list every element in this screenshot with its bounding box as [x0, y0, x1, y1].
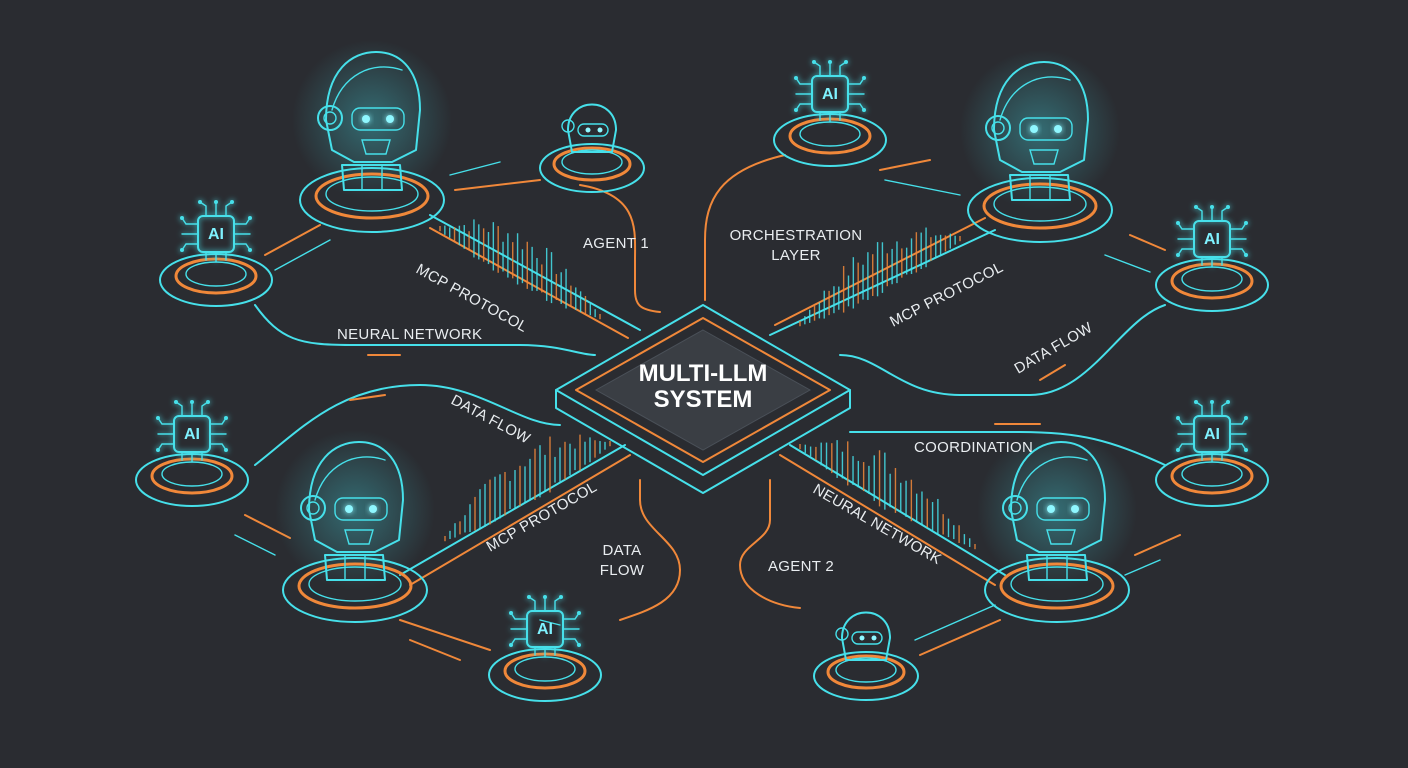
link-topleft-hub-orange [429, 227, 629, 339]
ai-chip-right-lower: AI [1156, 400, 1268, 506]
ai-chip-icon [774, 60, 886, 166]
ai-chip-icon [1156, 205, 1268, 311]
link-dataflow-right [839, 304, 1166, 396]
label-neural-network-left: NEURAL NETWORK [337, 326, 482, 343]
central-hub: MULTI-LLM SYSTEM [555, 304, 851, 494]
link-bottom-small-cy [539, 619, 561, 626]
link-chip-left-upper-cy [274, 239, 331, 271]
hub-title-line-2: SYSTEM [654, 386, 753, 413]
label-coordination: COORDINATION [914, 439, 1033, 456]
link-top-small-cy [449, 161, 501, 176]
signal-waveforms [439, 219, 976, 550]
link-agent2-side [914, 604, 996, 641]
link-neural-left [254, 304, 596, 356]
ai-chip-icon [1156, 400, 1268, 506]
label-orchestration-layer: LAYER [771, 247, 821, 264]
link-chip-left-lower [234, 534, 276, 556]
ai-chip-bottom-label: AI [537, 621, 553, 638]
ai-chip-right-lower-label: AI [1204, 426, 1220, 443]
link-chip-left-upper [264, 224, 321, 256]
label-orchestration: ORCHESTRATION [730, 227, 863, 244]
label-agent-1: AGENT 1 [583, 235, 649, 252]
link-top-small [454, 179, 541, 191]
link-chip-right-lower [1134, 534, 1181, 556]
label-mcp-protocol-top-right: MCP PROTOCOL [887, 259, 1006, 331]
label-data-flow-bottom: DATA [603, 542, 642, 559]
robot-head-top-left [292, 40, 452, 232]
robot-head-icon [977, 430, 1137, 622]
robot-head-top-right [960, 50, 1120, 242]
link-bottomleft-hub [399, 444, 626, 576]
link-chip-right-lower-cy [1124, 559, 1161, 576]
link-chip-bottom [399, 619, 491, 651]
label-neural-network-bottom-right: NEURAL NETWORK [810, 481, 944, 568]
ai-chip-icon [489, 595, 601, 701]
link-agent1 [579, 184, 661, 313]
robot-head-icon [275, 430, 435, 622]
ai-chip-left-upper: AI [160, 200, 272, 306]
ai-chip-right-upper: AI [1156, 205, 1268, 311]
robot-small-top [538, 103, 646, 194]
ai-chip-icon [136, 400, 248, 506]
link-topleft-hub [429, 214, 641, 331]
ai-chip-bottom: AI [489, 595, 601, 701]
link-orchestration [704, 154, 786, 301]
hub-title-line-1: MULTI-LLM [639, 360, 768, 387]
link-top-chip-cy [884, 179, 961, 196]
label-agent-2: AGENT 2 [768, 558, 834, 575]
link-chip-right-upper-cy [1104, 254, 1151, 273]
ai-chip-right-upper-label: AI [1204, 231, 1220, 248]
link-dataflow-arrow [1039, 364, 1066, 381]
robot-head-bottom-left [275, 430, 435, 622]
label-data-flow-left: DATA FLOW [448, 392, 533, 448]
link-bottomright-hub [789, 444, 1006, 576]
link-agent2 [739, 479, 801, 609]
link-dataflow-left [254, 384, 561, 466]
link-dataflow-bottom [619, 479, 681, 621]
ai-chip-left-upper-label: AI [208, 226, 224, 243]
link-bottom-small-or [349, 394, 386, 401]
small-robot-icon [812, 611, 920, 702]
link-chip-right-upper [1129, 234, 1166, 251]
ai-chip-left-lower: AI [136, 400, 248, 506]
link-top-chip [879, 159, 931, 171]
link-bottomright-hub-orange [779, 454, 996, 586]
label-data-flow-bottom-2: FLOW [600, 562, 645, 579]
ai-chip-icon [160, 200, 272, 306]
link-bottomleft-hub-orange [409, 454, 631, 586]
small-robot-icon [538, 103, 646, 194]
robot-head-bottom-right [977, 430, 1137, 622]
ai-chip-top: AI [774, 60, 886, 166]
robot-head-icon [292, 40, 452, 232]
link-agent2-side-or [919, 619, 1001, 656]
label-data-flow-right: DATA FLOW [1012, 319, 1096, 378]
robot-small-bottom [812, 611, 920, 702]
link-chip-bottom-2 [409, 639, 461, 661]
robot-head-icon [960, 50, 1120, 242]
ai-chip-left-lower-label: AI [184, 426, 200, 443]
ai-chip-top-label: AI [822, 86, 838, 103]
